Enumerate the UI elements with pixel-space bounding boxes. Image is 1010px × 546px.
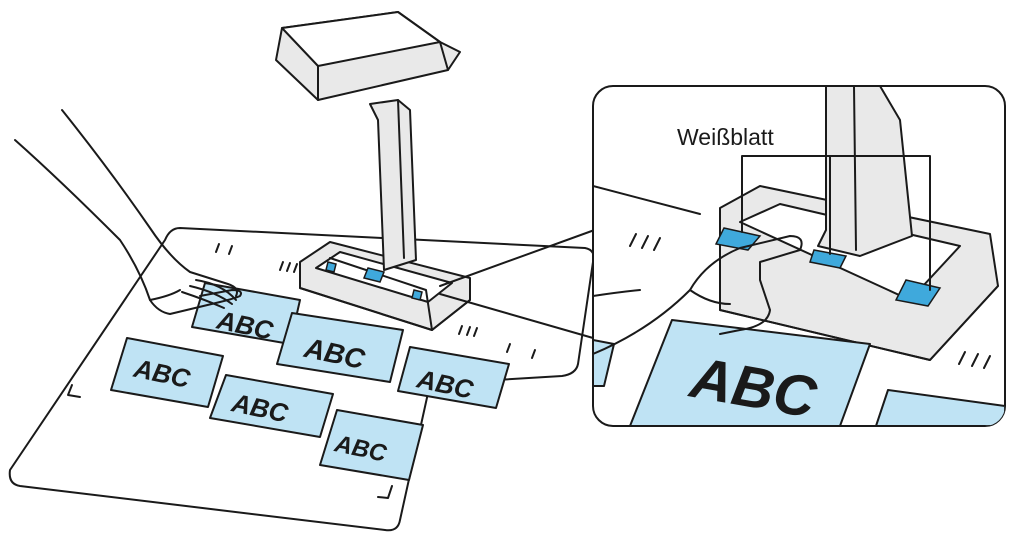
zoom-callout: ABC Weißblatt <box>593 86 1005 431</box>
scanner-device <box>276 12 470 330</box>
white-sheet-label: Weißblatt <box>677 124 774 150</box>
hand-main <box>15 110 241 314</box>
